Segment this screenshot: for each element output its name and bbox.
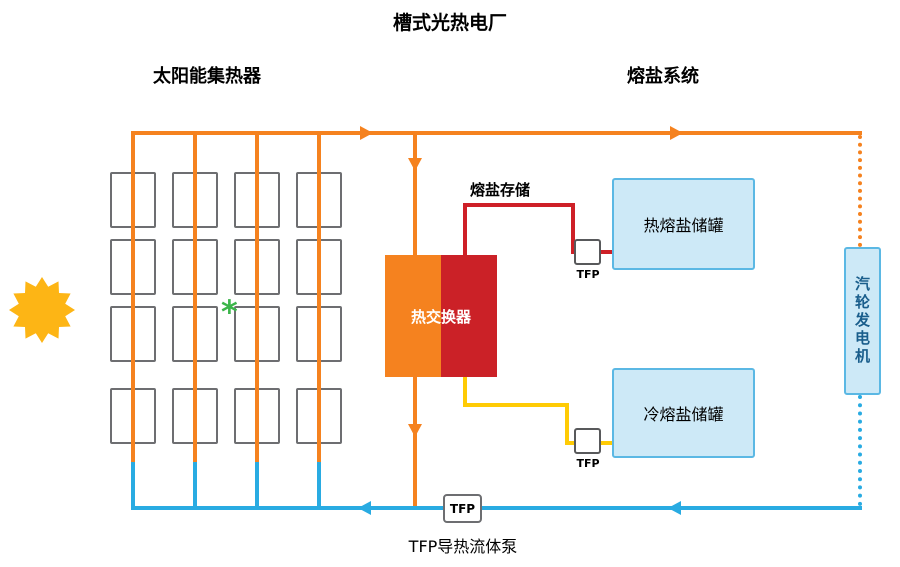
arrow-right-icon [670, 126, 683, 140]
pipe-cold-salt [463, 377, 467, 407]
cold-salt-pump-box [574, 428, 601, 454]
cold-salt-tank-label: 冷熔盐储罐 [643, 405, 724, 424]
section-label-solar-collector: 太阳能集热器 [153, 66, 261, 87]
pipe-cold-salt [463, 403, 569, 407]
arrow-left-icon [358, 501, 371, 515]
arrow-down-icon [408, 424, 422, 437]
arrow-right-icon [360, 126, 373, 140]
pipe-collector-hot [193, 131, 197, 462]
hot-salt-pump-box [574, 239, 601, 265]
pipe-hx-feed [413, 131, 417, 255]
cold-salt-pump-label: TFP [576, 457, 600, 470]
pipe-collector-cold [131, 462, 135, 510]
arrow-left-icon [668, 501, 681, 515]
pipe-collector-cold [193, 462, 197, 510]
pipe-hot-salt [571, 203, 575, 254]
pipe-collector-cold [255, 462, 259, 510]
pipe-collector-hot [255, 131, 259, 462]
hot-salt-tank-label: 热熔盐储罐 [643, 216, 724, 235]
pipe-hot-dotted-to-turbine [858, 135, 862, 247]
pipe-cold-bottom-manifold [131, 506, 862, 510]
molten-salt-storage-label: 熔盐存储 [470, 181, 531, 199]
page-title: 槽式光热电厂 [392, 12, 507, 34]
steam-turbine-generator-label: 汽轮发电机 [853, 276, 871, 366]
pipe-cold-salt [565, 403, 569, 445]
pipe-cold-dotted-from-turbine [858, 395, 862, 506]
arrow-down-icon [408, 158, 422, 171]
pipe-hot-salt [463, 203, 575, 207]
cold-salt-tank: 冷熔盐储罐 [612, 368, 755, 458]
pipe-hot-salt [463, 203, 467, 255]
pipe-hx-return [413, 377, 417, 510]
pipe-collector-hot [317, 131, 321, 462]
sun-icon [9, 277, 75, 343]
pipe-collector-hot [131, 131, 135, 462]
hot-salt-tank: 热熔盐储罐 [612, 178, 755, 270]
section-label-molten-salt-system: 熔盐系统 [627, 66, 699, 87]
pipe-hot-top-manifold [131, 131, 862, 135]
heat-exchanger-label: 热交换器 [410, 307, 471, 326]
pump-caption: TFP导热流体泵 [408, 537, 518, 556]
main-htf-pump-box: TFP [443, 494, 482, 523]
footnote-asterisk: * [221, 293, 238, 331]
pipe-collector-cold [317, 462, 321, 510]
heat-exchanger-box: 热交换器 [385, 255, 497, 377]
hot-salt-pump-label: TFP [576, 268, 600, 281]
steam-turbine-generator: 汽轮发电机 [844, 247, 881, 395]
